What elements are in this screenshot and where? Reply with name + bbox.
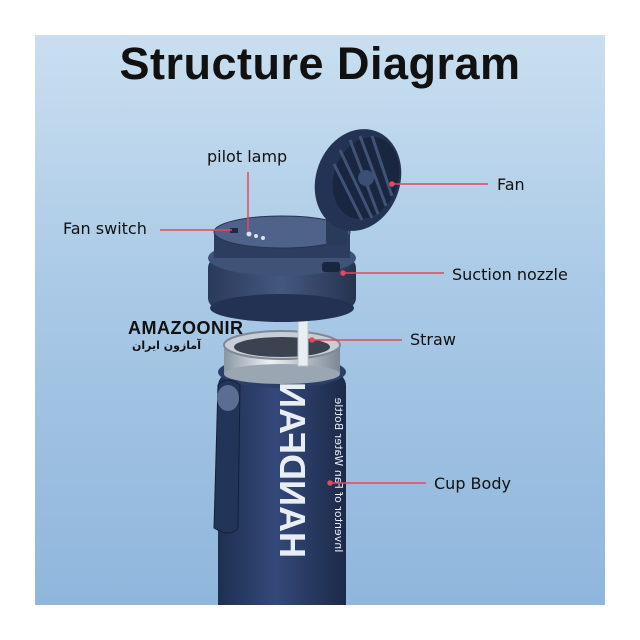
page-title: Structure Diagram	[119, 38, 521, 89]
bottle-tagline-print: Inventor of Fan Water Bottle	[332, 397, 345, 552]
label-fan-switch: Fan switch	[63, 219, 147, 238]
suction-nozzle	[322, 262, 340, 272]
watermark-latin: AMAZOONIR	[128, 318, 244, 338]
cup-body: HANDFAN Inventor of Fan Water Bottle	[218, 330, 346, 605]
label-fan: Fan	[497, 175, 525, 194]
label-straw: Straw	[410, 330, 456, 349]
handle-strap	[213, 379, 241, 534]
label-suction-nozzle: Suction nozzle	[452, 265, 568, 284]
bottle-brand-print: HANDFAN	[272, 382, 313, 558]
label-cup-body: Cup Body	[434, 474, 511, 493]
watermark-logo: AMAZOONIR آمازون ایران	[128, 318, 244, 352]
label-pilot-lamp: pilot lamp	[207, 147, 288, 166]
leader-lines	[160, 172, 488, 486]
fan-head	[314, 129, 402, 245]
watermark-persian: آمازون ایران	[132, 339, 202, 352]
pilot-lamp-led	[246, 231, 252, 237]
fan-switch	[230, 228, 238, 233]
